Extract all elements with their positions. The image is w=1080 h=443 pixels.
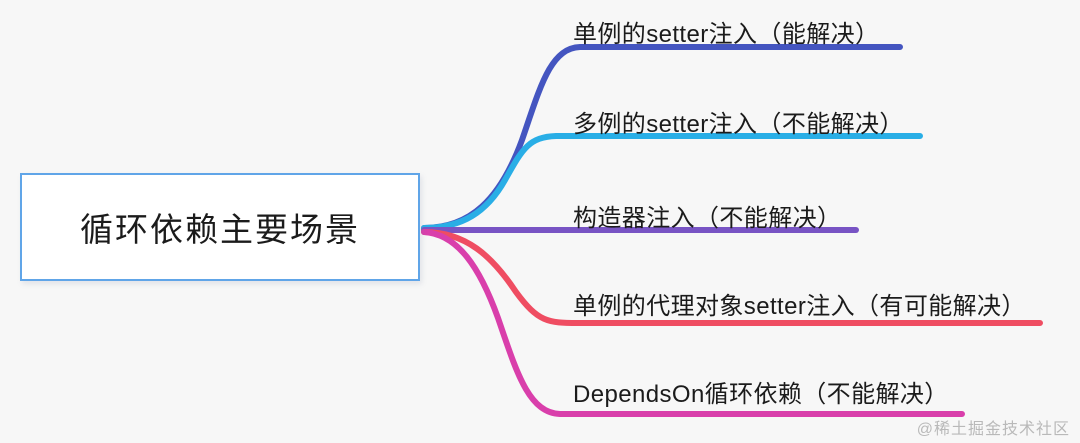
branch-label-3[interactable]: 构造器注入（不能解决） xyxy=(573,205,842,232)
branch-label-5[interactable]: DependsOn循环依赖（不能解决） xyxy=(573,381,949,408)
root-node-label: 循环依赖主要场景 xyxy=(80,211,360,248)
branch-line-2 xyxy=(421,133,923,231)
branch-line-4 xyxy=(421,229,1043,326)
branch-label-4[interactable]: 单例的代理对象setter注入（有可能解决） xyxy=(573,293,1026,320)
branch-line-5 xyxy=(421,229,965,417)
watermark-text: @稀土掘金技术社区 xyxy=(916,421,1070,438)
root-node[interactable]: 循环依赖主要场景 xyxy=(20,173,420,281)
branch-label-1[interactable]: 单例的setter注入（能解决） xyxy=(573,21,880,48)
branch-label-2[interactable]: 多例的setter注入（不能解决） xyxy=(573,111,904,138)
